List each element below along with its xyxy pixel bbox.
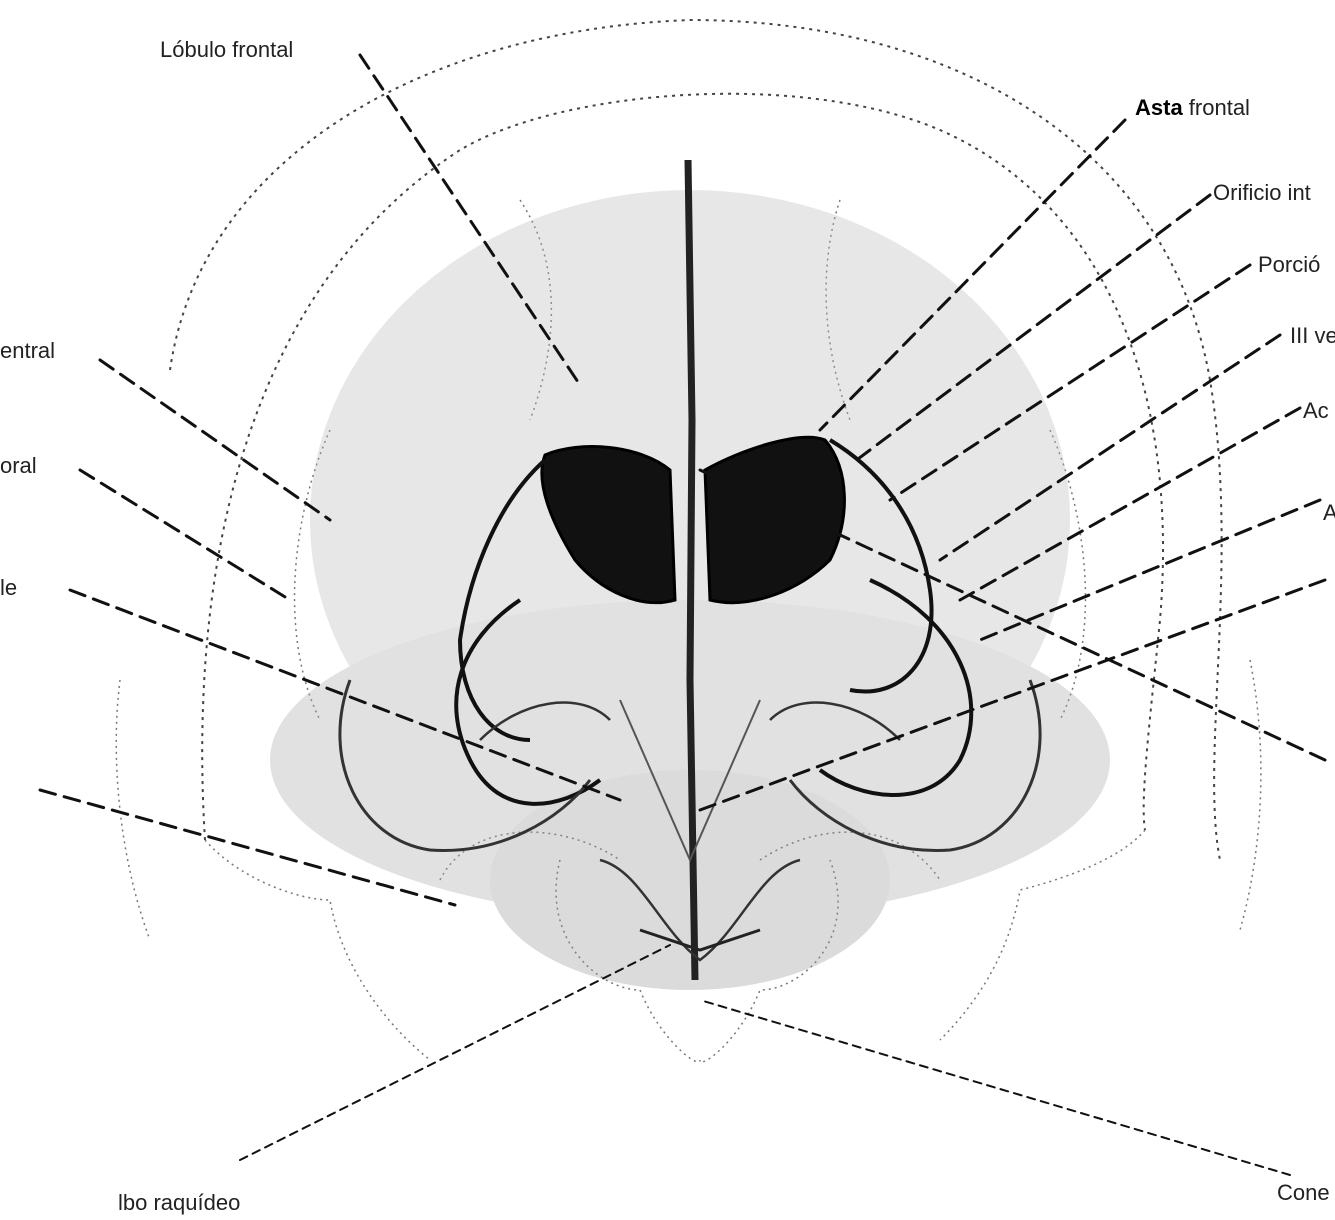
label-asta-frontal: Asta frontal: [1135, 95, 1250, 120]
label-cone: Cone: [1277, 1180, 1330, 1205]
label-bulbo: lbo raquídeo: [118, 1190, 240, 1215]
label-iii-ventriculo: III ve: [1290, 323, 1335, 348]
leader-central: [100, 360, 330, 520]
leader-temporal: [80, 470, 290, 600]
label-lobulo-frontal: Lóbulo frontal: [160, 37, 293, 62]
label-central: entral: [0, 338, 55, 363]
label-porcion: Porció: [1258, 252, 1320, 277]
label-ac: Ac: [1303, 398, 1329, 423]
leader-cone: [700, 1000, 1290, 1175]
label-orificio: Orificio int: [1213, 180, 1311, 205]
label-a: A: [1323, 500, 1335, 525]
label-le: le: [0, 575, 17, 600]
label-temporal: oral: [0, 453, 37, 478]
leader-bulbo: [240, 945, 670, 1160]
